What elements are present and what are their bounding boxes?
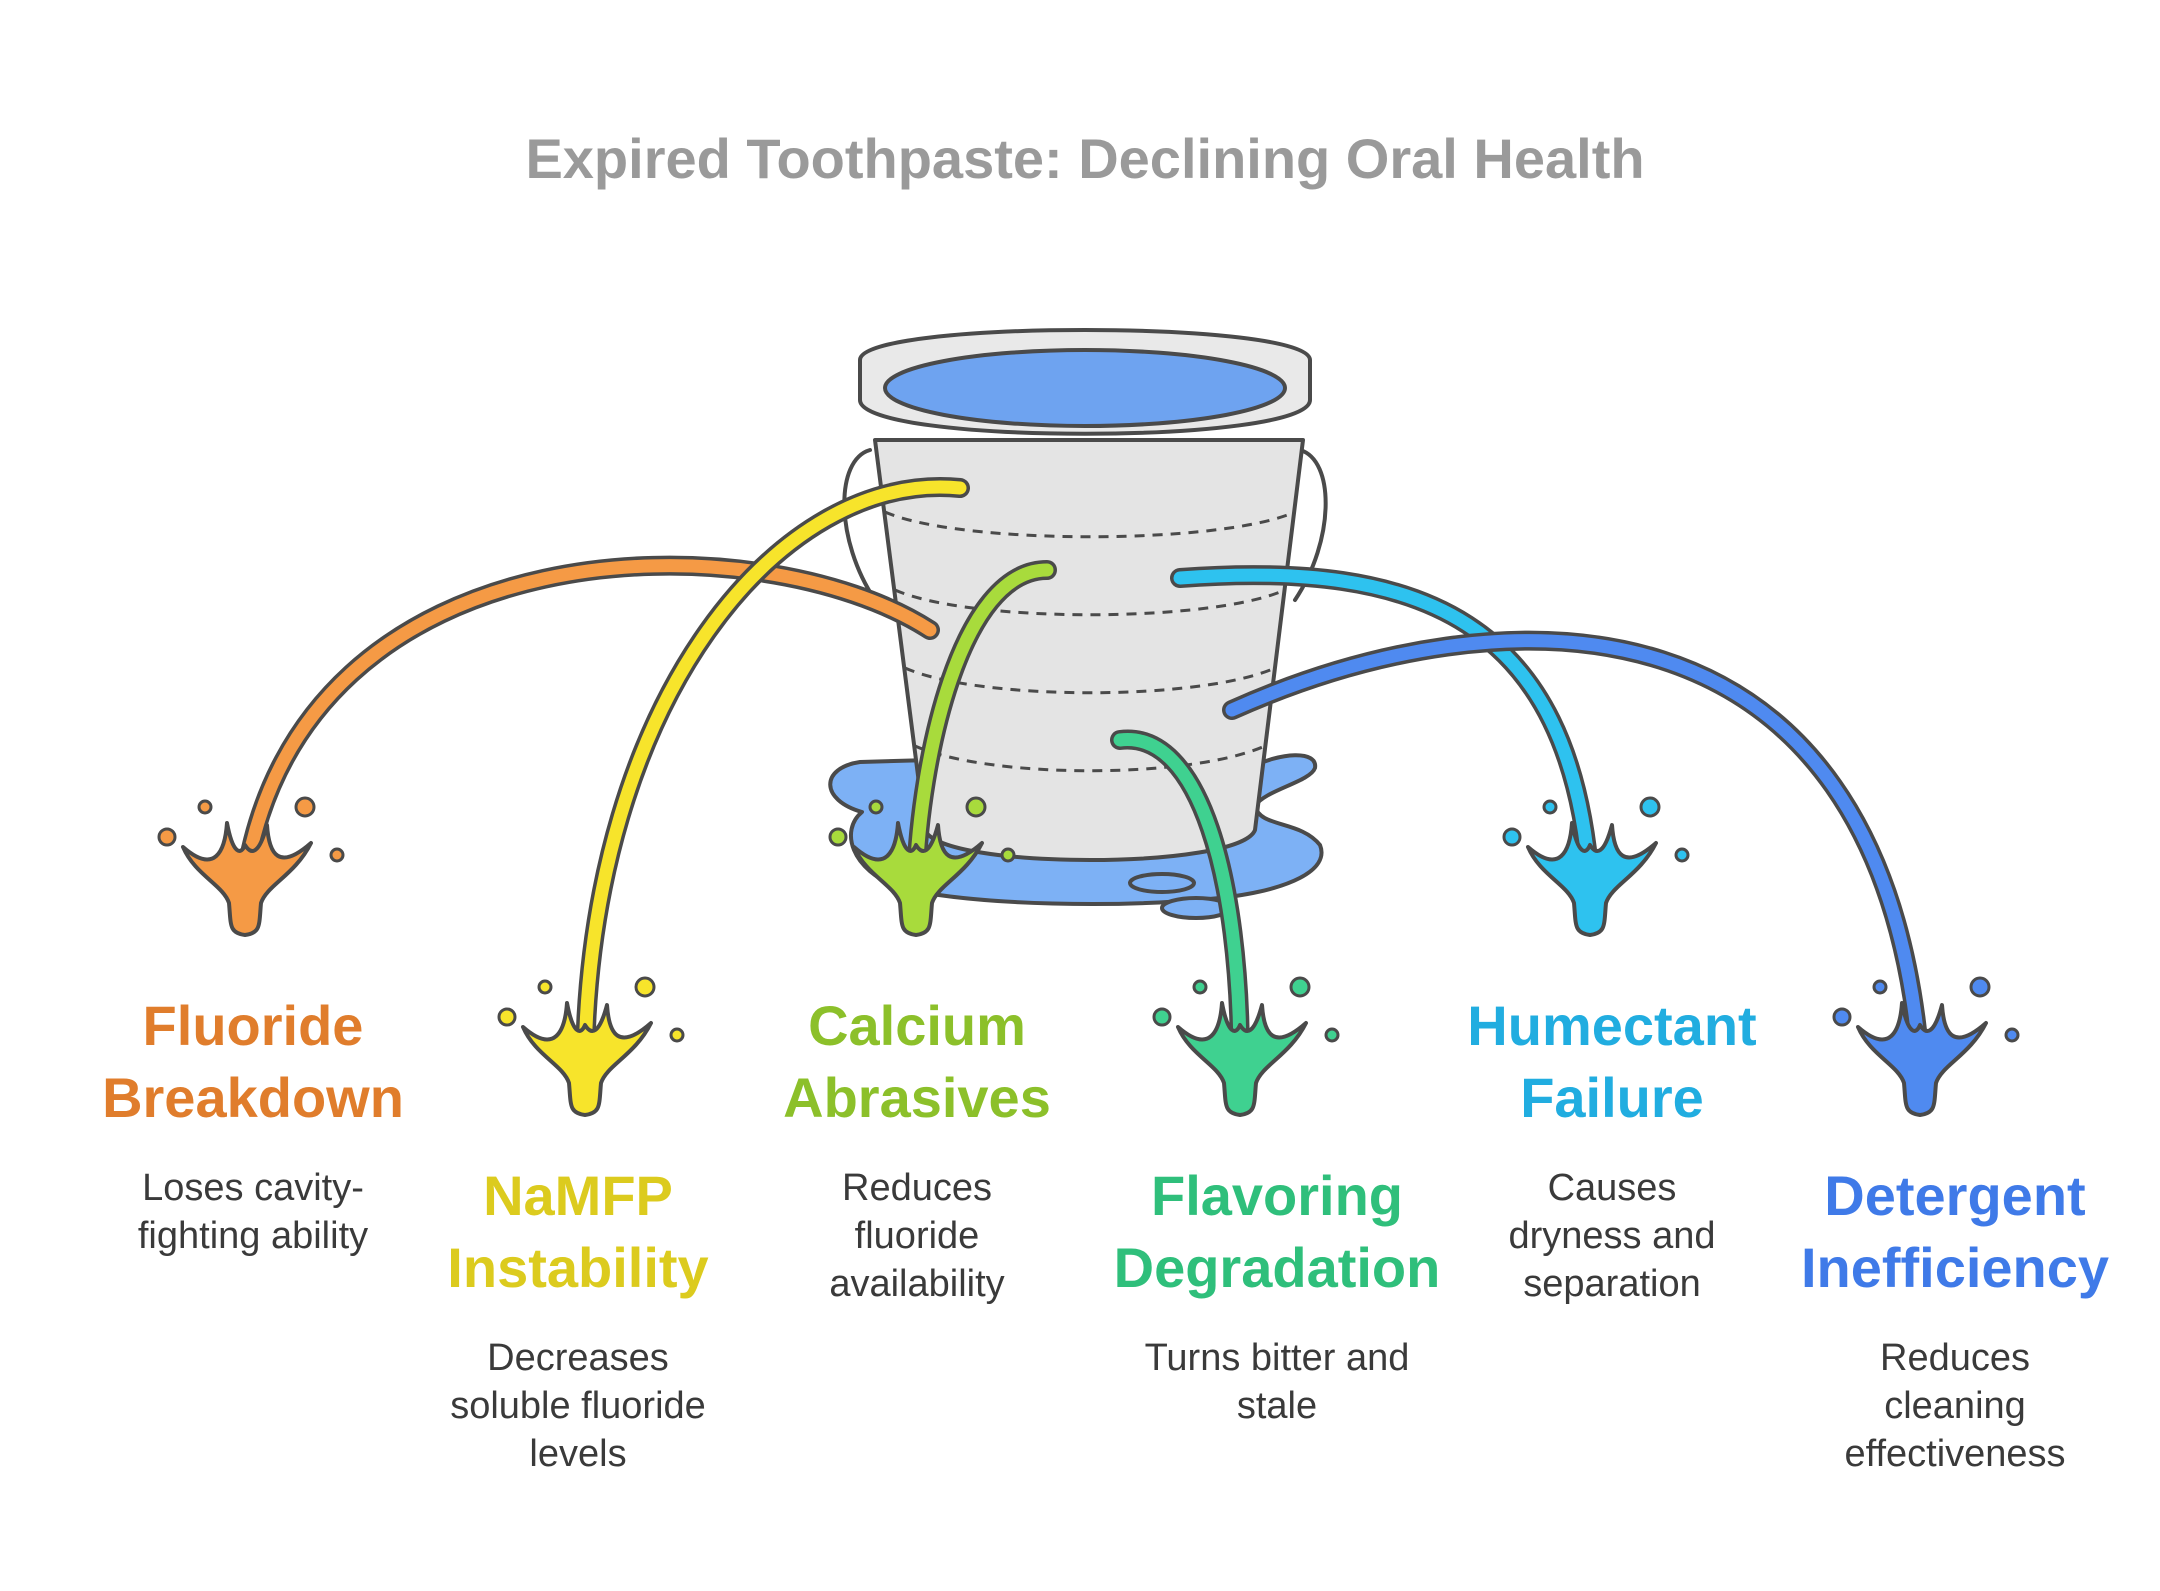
- splash-humectant: [1502, 796, 1690, 937]
- description-namfp-1: Decreases: [487, 1337, 669, 1379]
- description-namfp-2: soluble fluoride: [450, 1385, 706, 1427]
- heading-humectant-2: Failure: [1520, 1066, 1704, 1129]
- heading-flavoring-1: Flavoring: [1151, 1164, 1403, 1227]
- stream-fill-flavoring: [1113, 733, 1247, 1067]
- description-humectant-3: separation: [1523, 1263, 1700, 1305]
- stream-fill-detergent: [1225, 634, 1927, 1067]
- description-fluoride-2: fighting ability: [138, 1215, 368, 1257]
- stream-outline-fluoride: [235, 555, 940, 890]
- description-calcium-1: Reduces: [842, 1167, 992, 1209]
- bucket-band-1: [884, 510, 1296, 539]
- splash-drop-flavoring-1: [1152, 1007, 1172, 1027]
- description-detergent-3: effectiveness: [1844, 1433, 2065, 1475]
- stream-fill-calcium: [909, 563, 1054, 887]
- splash-namfp: [497, 976, 685, 1117]
- diagram-title: Expired Toothpaste: Declining Oral Healt…: [525, 127, 1644, 190]
- heading-flavoring-2: Degradation: [1114, 1236, 1441, 1299]
- splash-drop-fluoride-1: [157, 827, 177, 847]
- splash-calcium: [828, 796, 1016, 937]
- splash-drop-flavoring-4: [1324, 1027, 1340, 1043]
- streams: [157, 477, 2020, 1117]
- description-humectant-2: dryness and: [1508, 1215, 1715, 1257]
- splash-body-detergent: [1856, 1001, 1988, 1117]
- splash-drop-calcium-3: [965, 796, 987, 818]
- description-detergent-2: cleaning: [1884, 1385, 2026, 1427]
- bucket-handle-left: [842, 448, 877, 602]
- splash-drop-detergent-1: [1832, 1007, 1852, 1027]
- stream-detergent: [1222, 630, 2020, 1117]
- splash-drop-flavoring-2: [1192, 979, 1208, 995]
- splash-drop-fluoride-3: [294, 796, 316, 818]
- stream-fill-humectant: [1173, 568, 1597, 887]
- description-flavoring-2: stale: [1237, 1385, 1317, 1427]
- splash-drop-calcium-4: [1000, 847, 1016, 863]
- bucket-body: [873, 438, 1305, 862]
- bucket: [858, 328, 1312, 862]
- splash-drop-calcium-2: [868, 799, 884, 815]
- splash-drop-humectant-2: [1542, 799, 1558, 815]
- bucket-band-4: [914, 744, 1266, 773]
- description-detergent-1: Reduces: [1880, 1337, 2030, 1379]
- splash-drop-fluoride-2: [197, 799, 213, 815]
- splash-drop-humectant-1: [1502, 827, 1522, 847]
- splash-drop-namfp-1: [497, 1007, 517, 1027]
- heading-fluoride-2: Breakdown: [102, 1066, 404, 1129]
- splash-body-fluoride: [181, 821, 313, 937]
- splash-detergent: [1832, 976, 2020, 1117]
- splash-flavoring: [1152, 976, 1340, 1117]
- stream-fluoride: [157, 555, 940, 937]
- bucket-band-2: [894, 588, 1286, 617]
- splash-drop-detergent-2: [1872, 979, 1888, 995]
- splash-drop-detergent-3: [1969, 976, 1991, 998]
- splash-drop-flavoring-3: [1289, 976, 1311, 998]
- stream-namfp: [497, 477, 970, 1117]
- description-flavoring-1: Turns bitter and: [1145, 1337, 1410, 1379]
- splash-drop-namfp-3: [634, 976, 656, 998]
- stream-flavoring: [1110, 729, 1340, 1117]
- stream-fill-fluoride: [238, 559, 937, 887]
- description-humectant-1: Causes: [1548, 1167, 1677, 1209]
- heading-detergent-1: Detergent: [1824, 1164, 2085, 1227]
- heading-humectant-1: Humectant: [1467, 994, 1756, 1057]
- splash-drop-calcium-1: [828, 827, 848, 847]
- stream-fill-namfp: [578, 480, 967, 1067]
- splash-body-humectant: [1526, 821, 1658, 937]
- splash-body-calcium: [852, 821, 984, 937]
- splash-drop-namfp-2: [537, 979, 553, 995]
- description-namfp-3: levels: [529, 1433, 626, 1475]
- splash-drop-fluoride-4: [329, 847, 345, 863]
- splash-fluoride: [157, 796, 345, 937]
- heading-calcium-2: Abrasives: [783, 1066, 1051, 1129]
- splash-drop-namfp-4: [669, 1027, 685, 1043]
- heading-namfp-1: NaMFP: [483, 1164, 673, 1227]
- splash-drop-humectant-4: [1674, 847, 1690, 863]
- splash-drop-detergent-4: [2004, 1027, 2020, 1043]
- heading-fluoride-1: Fluoride: [143, 994, 364, 1057]
- description-fluoride-1: Loses cavity-: [142, 1167, 364, 1209]
- splash-body-flavoring: [1176, 1001, 1308, 1117]
- heading-detergent-2: Inefficiency: [1801, 1236, 2109, 1299]
- bucket-water: [883, 348, 1287, 428]
- heading-calcium-1: Calcium: [808, 994, 1026, 1057]
- stream-calcium: [828, 560, 1057, 937]
- puddle-drop-1: [1128, 872, 1196, 894]
- description-calcium-3: availability: [829, 1263, 1004, 1305]
- stream-humectant: [1170, 565, 1690, 937]
- splash-body-namfp: [521, 1001, 653, 1117]
- heading-namfp-2: Instability: [447, 1236, 708, 1299]
- description-calcium-2: fluoride: [855, 1215, 980, 1257]
- splash-drop-humectant-3: [1639, 796, 1661, 818]
